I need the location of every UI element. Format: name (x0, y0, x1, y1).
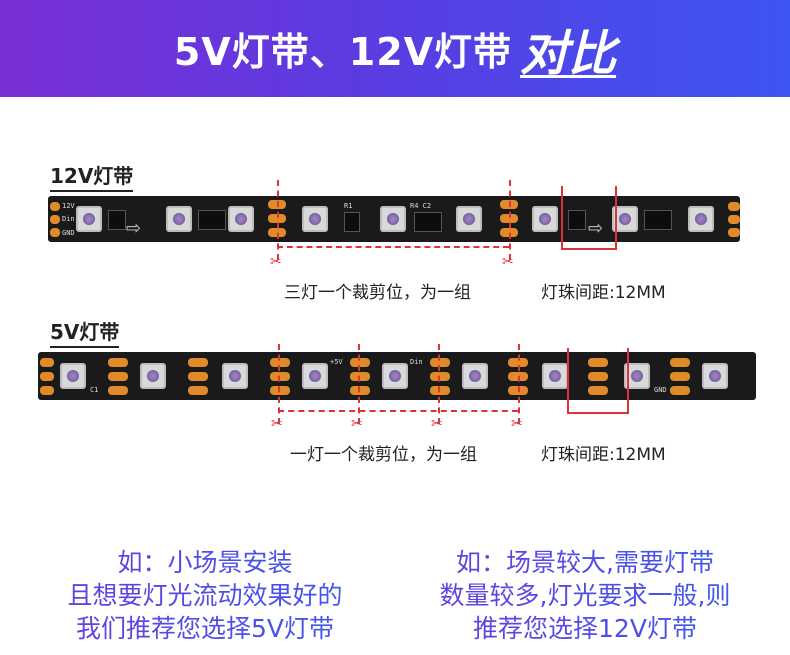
scissors-icon: ✂ (431, 416, 443, 432)
scissors-icon: ✂ (502, 254, 514, 270)
led-chip (456, 206, 482, 232)
resistor (568, 210, 586, 230)
led-chip (382, 363, 408, 389)
cut-group-bar (277, 246, 509, 248)
strip12-image: 12V Din GND ⇨ R1 R4 C2 ⇨ (48, 196, 740, 242)
solder-pad (350, 358, 370, 367)
banner-title-main: 5V灯带、12V灯带 (173, 30, 513, 74)
solder-pad (430, 386, 450, 395)
solder-pad (270, 358, 290, 367)
led-chip (302, 363, 328, 389)
cut-line (278, 344, 280, 424)
silk-r4c2: R4 C2 (410, 202, 432, 210)
solder-pad (108, 372, 128, 381)
solder-pad (588, 358, 608, 367)
solder-pad (270, 386, 290, 395)
scissors-icon: ✂ (511, 416, 523, 432)
spacing-marker (567, 348, 629, 414)
cut-group-bar (278, 410, 518, 412)
solder-pad (588, 372, 608, 381)
led-chip (380, 206, 406, 232)
led-chip (222, 363, 248, 389)
solder-pad (430, 358, 450, 367)
silk-c1: C1 (90, 386, 99, 394)
strip5-image: C1 +5V Din GND (38, 352, 756, 400)
led-chip (140, 363, 166, 389)
led-chip (702, 363, 728, 389)
led-chip (302, 206, 328, 232)
solder-pad (188, 386, 208, 395)
led-chip (76, 206, 102, 232)
banner-title-emphasis: 对比 (520, 25, 617, 82)
silk-12v: 12V (62, 202, 75, 210)
solder-pad (40, 386, 54, 395)
silk-5v: +5V (330, 358, 343, 366)
solder-pad (108, 358, 128, 367)
solder-pad (670, 358, 690, 367)
advice-right-line1: 如：场景较大,需要灯带 (456, 548, 714, 577)
solder-pad (350, 386, 370, 395)
ic-chip (198, 210, 226, 230)
scissors-icon: ✂ (270, 254, 282, 270)
solder-pad (670, 386, 690, 395)
advice-right: 如：场景较大,需要灯带 数量较多,灯光要求一般,则 推荐您选择12V灯带 (400, 546, 770, 645)
strip12-cut-caption: 三灯一个裁剪位，为一组 (284, 283, 471, 303)
scissors-icon: ✂ (271, 416, 283, 432)
solder-pad (728, 215, 740, 224)
advice-left-line3: 我们推荐您选择5V灯带 (75, 614, 334, 643)
solder-pad (40, 358, 54, 367)
solder-pad (670, 372, 690, 381)
solder-pad (728, 228, 740, 237)
strip12-label: 12V灯带 (50, 160, 134, 192)
solder-pad (588, 386, 608, 395)
banner-title: 5V灯带、12V灯带 对比 (0, 0, 790, 97)
led-chip (532, 206, 558, 232)
solder-pad (50, 202, 60, 211)
led-chip (688, 206, 714, 232)
advice-right-line3: 推荐您选择12V灯带 (473, 614, 697, 643)
led-chip (166, 206, 192, 232)
scissors-icon: ✂ (351, 416, 363, 432)
strip5-label: 5V灯带 (50, 316, 120, 348)
solder-pad (188, 372, 208, 381)
strip5-cut-caption: 一灯一个裁剪位，为一组 (290, 445, 477, 465)
advice-left-line2: 且想要灯光流动效果好的 (67, 581, 343, 610)
solder-pad (728, 202, 740, 211)
silk-din: Din (62, 215, 75, 223)
silk-gnd: GND (654, 386, 667, 394)
solder-pad (50, 228, 60, 237)
cut-line (277, 180, 279, 260)
led-chip (462, 363, 488, 389)
cut-line (438, 344, 440, 424)
advice-left-line1: 如：小场景安装 (117, 548, 293, 577)
arrow-right-icon: ⇨ (126, 218, 142, 239)
strip5-spacing-caption: 灯珠间距:12MM (541, 445, 666, 465)
advice-right-line2: 数量较多,灯光要求一般,则 (439, 581, 731, 610)
silk-din: Din (410, 358, 423, 366)
led-chip (542, 363, 568, 389)
arrow-right-icon: ⇨ (588, 218, 604, 239)
resistor (108, 210, 126, 230)
cut-line (509, 180, 511, 260)
title-banner (0, 0, 790, 97)
ic-chip (644, 210, 672, 230)
solder-pad (108, 386, 128, 395)
cut-line (518, 344, 520, 424)
strip12-spacing-caption: 灯珠间距:12MM (541, 283, 666, 303)
solder-pad (188, 358, 208, 367)
led-chip (228, 206, 254, 232)
solder-pad (40, 372, 54, 381)
solder-pad (50, 215, 60, 224)
silk-r1: R1 (344, 202, 353, 210)
led-chip (60, 363, 86, 389)
spacing-marker (561, 186, 617, 250)
advice-left: 如：小场景安装 且想要灯光流动效果好的 我们推荐您选择5V灯带 (20, 546, 390, 645)
silk-gnd: GND (62, 229, 75, 237)
resistor (344, 212, 360, 232)
solder-pad (430, 372, 450, 381)
solder-pad (270, 372, 290, 381)
solder-pad (350, 372, 370, 381)
ic-chip (414, 212, 442, 232)
cut-line (358, 344, 360, 424)
